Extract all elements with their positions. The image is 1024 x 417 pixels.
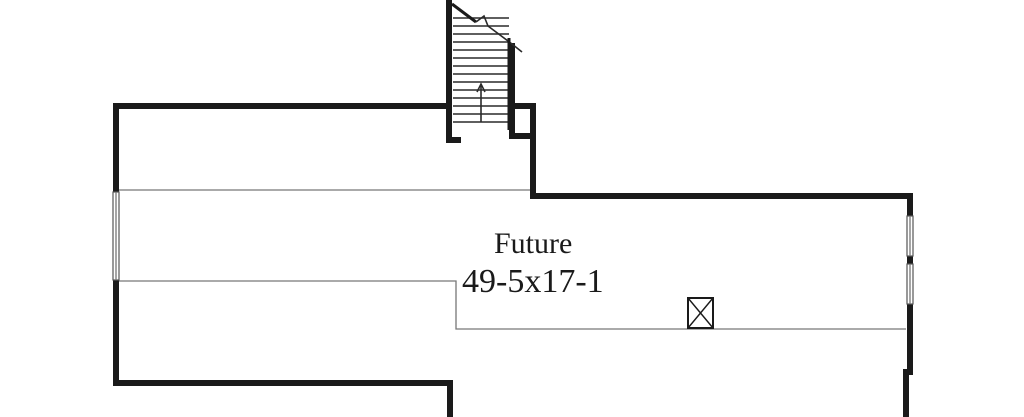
stair-rail	[451, 2, 477, 24]
room-dimensions-label: 49-5x17-1	[462, 263, 604, 300]
stair-up-arrow-icon	[476, 82, 486, 122]
room-name-label: Future	[494, 227, 573, 260]
stair-break-line	[475, 14, 523, 53]
stair-wall-left	[446, 0, 461, 143]
exterior-wall	[530, 137, 913, 375]
window-right-upper	[906, 215, 914, 257]
slope-line-lower	[119, 280, 906, 330]
exterior-wall	[113, 103, 453, 415]
attic-access-icon	[687, 297, 714, 329]
window-left	[112, 191, 120, 281]
window-right-lower	[906, 263, 914, 305]
stair-wall-right	[509, 43, 536, 139]
